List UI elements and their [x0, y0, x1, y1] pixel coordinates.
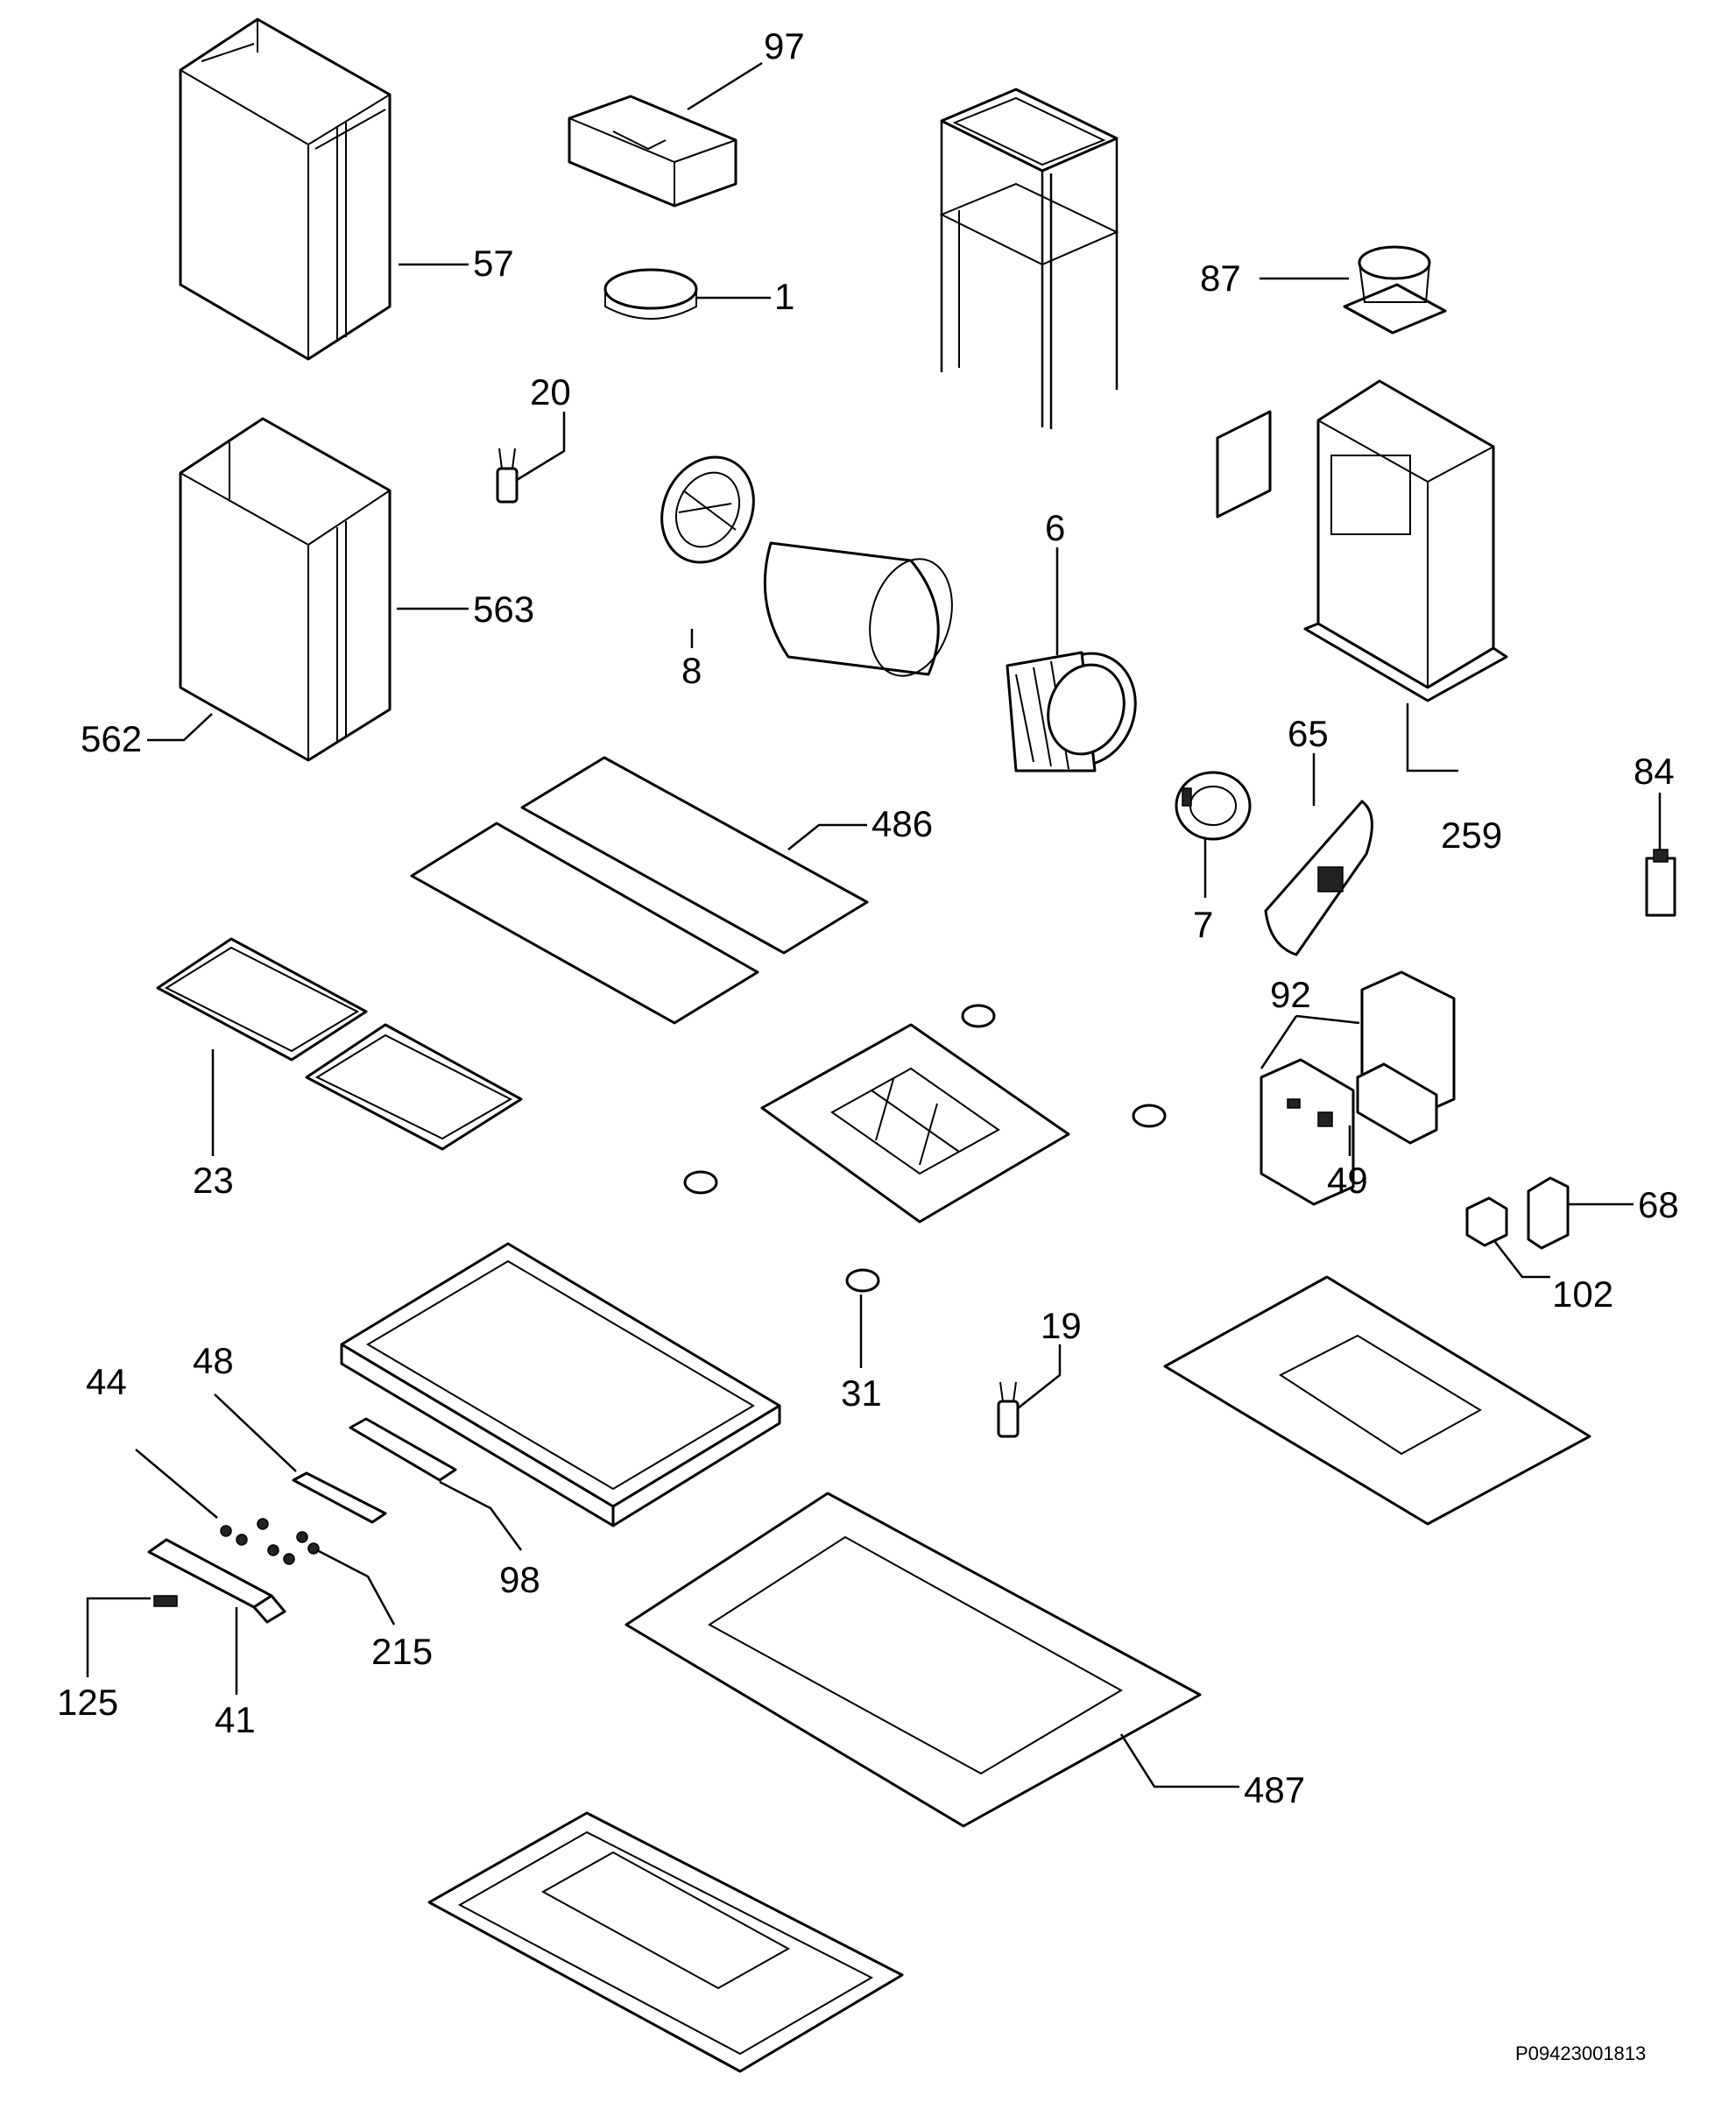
reference-code: P09423001813	[1515, 2042, 1646, 2064]
callout-49: 49	[1327, 1160, 1368, 1201]
callout-486: 486	[872, 803, 933, 844]
part-125-connector[interactable]	[153, 1595, 178, 1607]
part-6-blower-wheel[interactable]	[1006, 639, 1151, 779]
part-57-upper-chimney[interactable]	[179, 18, 392, 361]
part-41-control-housing[interactable]	[147, 1538, 286, 1624]
callout-23: 23	[193, 1160, 234, 1201]
part-259-motor-housing[interactable]	[1216, 379, 1508, 702]
callout-19: 19	[1041, 1305, 1082, 1346]
part-215-buttons[interactable]	[220, 1518, 320, 1565]
callout-31: 31	[841, 1372, 882, 1414]
part-support-frame[interactable]	[939, 88, 1119, 429]
callout-87: 87	[1200, 257, 1241, 299]
callout-20: 20	[530, 371, 571, 413]
callout-92: 92	[1270, 974, 1311, 1015]
callout-562: 562	[81, 718, 142, 759]
part-563-lower-chimney[interactable]	[179, 417, 392, 762]
callout-563: 563	[473, 589, 534, 630]
part-hood-body[interactable]	[340, 1242, 781, 1527]
callout-259: 259	[1441, 815, 1502, 856]
part-65-motor-plate[interactable]	[1264, 800, 1373, 956]
part-23-grease-filters[interactable]	[156, 937, 523, 1151]
part-19-capacitor[interactable]	[997, 1381, 1020, 1438]
part-7-motor[interactable]	[1175, 771, 1252, 841]
callout-215: 215	[371, 1631, 433, 1672]
part-97-box[interactable]	[568, 95, 737, 208]
part-bottom-tray[interactable]	[427, 1811, 904, 2073]
callout-1: 1	[774, 276, 794, 317]
leader-lines	[86, 61, 1662, 1788]
part-102-terminal-block[interactable]	[1465, 1196, 1508, 1247]
callout-7: 7	[1193, 904, 1213, 945]
part-487-gasket-frame[interactable]	[625, 1492, 1202, 1828]
callout-102: 102	[1552, 1273, 1613, 1315]
callout-8: 8	[681, 650, 702, 691]
part-92-49-control-boards[interactable]	[1260, 970, 1456, 1206]
part-8-inlet-grille[interactable]	[645, 442, 770, 578]
callout-48: 48	[193, 1340, 234, 1381]
callout-44: 44	[86, 1361, 127, 1402]
part-48-panel[interactable]	[292, 1471, 387, 1524]
callout-41: 41	[215, 1699, 256, 1740]
callout-68: 68	[1638, 1184, 1679, 1225]
part-20-capacitor[interactable]	[496, 448, 519, 504]
callout-97: 97	[764, 25, 805, 67]
part-84-switch[interactable]	[1645, 849, 1676, 917]
part-lighting-frame[interactable]	[760, 1023, 1070, 1224]
callout-6: 6	[1045, 507, 1065, 548]
callout-487: 487	[1244, 1769, 1305, 1810]
part-87-collar[interactable]	[1343, 245, 1447, 335]
callout-65: 65	[1288, 713, 1329, 754]
part-486-seal[interactable]	[410, 756, 869, 1025]
callout-125: 125	[57, 1682, 118, 1723]
part-top-plate[interactable]	[1163, 1275, 1591, 1526]
callout-labels: 97 1 57 87 20 563 562 8 6 65 259 84 486 …	[57, 25, 1679, 1810]
part-68-bracket[interactable]	[1527, 1176, 1570, 1250]
callout-57: 57	[473, 243, 514, 284]
part-98-panel[interactable]	[349, 1417, 457, 1482]
part-1-ring[interactable]	[603, 268, 698, 320]
callout-84: 84	[1634, 751, 1675, 792]
callout-98: 98	[499, 1559, 540, 1600]
part-blower-scroll[interactable]	[763, 541, 964, 685]
part-31-lamps[interactable]	[683, 1004, 1167, 1293]
